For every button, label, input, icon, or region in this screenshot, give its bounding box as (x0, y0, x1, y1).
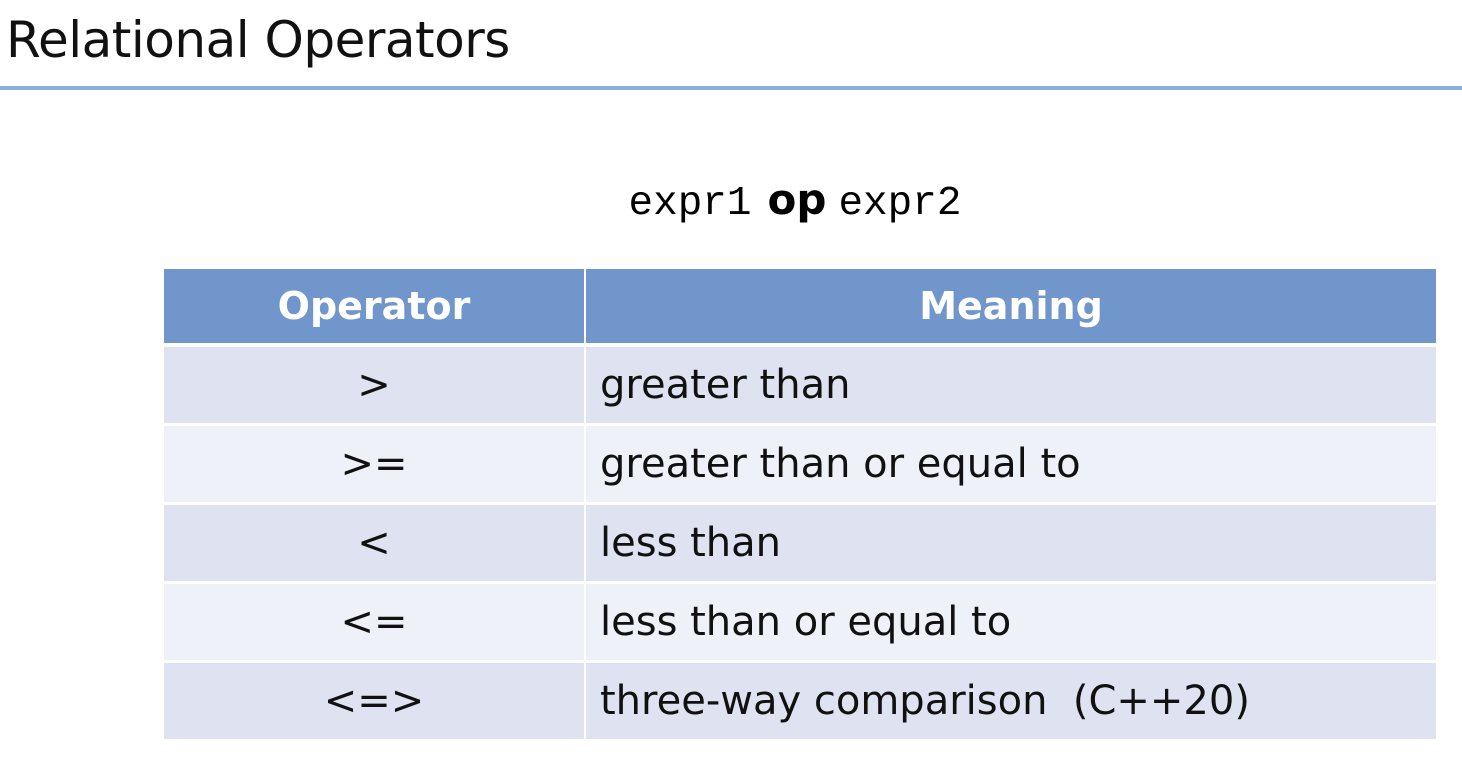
meaning-cell: three-way comparison (C++20) (584, 661, 1436, 742)
operator-cell: >= (164, 424, 585, 505)
header-meaning: Meaning (584, 269, 1436, 347)
title-divider (0, 86, 1462, 90)
table-row: < less than (164, 503, 1436, 584)
table-header-row: Operator Meaning (164, 269, 1436, 347)
operator-cell: < (164, 503, 585, 584)
operator-cell: <= (164, 582, 585, 663)
meaning-cell: greater than (584, 345, 1436, 426)
table-row: > greater than (164, 345, 1436, 426)
table-row: <= less than or equal to (164, 582, 1436, 663)
operators-table: Operator Meaning > greater than >= great… (164, 269, 1436, 742)
meaning-cell: less than (584, 503, 1436, 584)
operator-cell: <=> (164, 661, 585, 742)
syntax-operator: op (767, 175, 827, 224)
meaning-cell: less than or equal to (584, 582, 1436, 663)
syntax-right-operand: expr2 (838, 181, 962, 227)
syntax-left-operand: expr1 (628, 181, 752, 227)
table-row: <=> three-way comparison (C++20) (164, 661, 1436, 742)
table-row: >= greater than or equal to (164, 424, 1436, 505)
operator-cell: > (164, 345, 585, 426)
header-operator: Operator (164, 269, 585, 347)
slide-title: Relational Operators (6, 11, 510, 69)
meaning-cell: greater than or equal to (584, 424, 1436, 505)
